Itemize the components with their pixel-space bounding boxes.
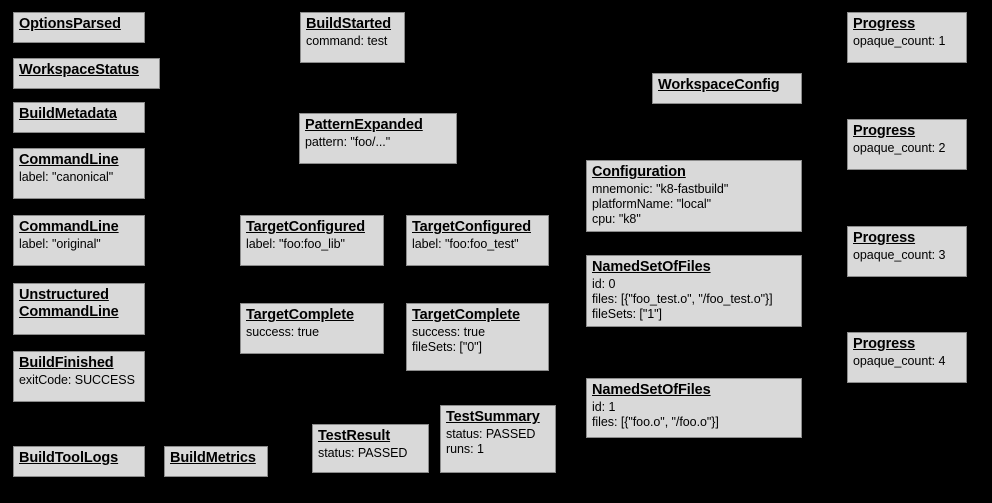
event-node-build-finished[interactable]: BuildFinished exitCode: SUCCESS xyxy=(13,351,145,402)
event-node-workspace-status[interactable]: WorkspaceStatus xyxy=(13,58,160,89)
event-node-title: Progress xyxy=(853,230,916,246)
event-node-title: TestSummary xyxy=(446,409,540,425)
event-node-test-summary[interactable]: TestSummary status: PASSED runs: 1 xyxy=(440,405,556,473)
event-node-properties: status: PASSED xyxy=(318,446,408,461)
event-node-title: TestResult xyxy=(318,428,391,444)
event-node-title: TargetConfigured xyxy=(246,219,365,235)
event-node-properties: success: true xyxy=(246,325,319,340)
event-node-target-complete-lib[interactable]: TargetComplete success: true xyxy=(240,303,384,354)
event-node-build-tool-logs[interactable]: BuildToolLogs xyxy=(13,446,145,477)
event-node-properties: opaque_count: 1 xyxy=(853,34,946,49)
event-node-build-metadata[interactable]: BuildMetadata xyxy=(13,102,145,133)
event-node-progress-1[interactable]: Progress opaque_count: 1 xyxy=(847,12,967,63)
event-node-named-set-of-files-0[interactable]: NamedSetOfFiles id: 0 files: [{"foo_test.… xyxy=(586,255,802,327)
event-node-title: PatternExpanded xyxy=(305,117,423,133)
event-node-title: Progress xyxy=(853,336,916,352)
event-node-properties: opaque_count: 3 xyxy=(853,248,946,263)
event-node-title: Progress xyxy=(853,123,916,139)
event-node-properties: status: PASSED runs: 1 xyxy=(446,427,536,456)
event-node-target-configured-foo-lib[interactable]: TargetConfigured label: "foo:foo_lib" xyxy=(240,215,384,266)
event-node-title: Progress xyxy=(853,16,916,32)
event-node-properties: command: test xyxy=(306,34,388,49)
event-node-options-parsed[interactable]: OptionsParsed xyxy=(13,12,145,43)
event-node-title: CommandLine xyxy=(19,152,119,168)
event-node-named-set-of-files-1[interactable]: NamedSetOfFiles id: 1 files: [{"foo.o", "… xyxy=(586,378,802,438)
event-node-properties: success: true fileSets: ["0"] xyxy=(412,325,485,354)
event-node-title: OptionsParsed xyxy=(19,16,121,32)
event-node-properties: id: 1 files: [{"foo.o", "/foo.o"}] xyxy=(592,400,719,429)
event-node-progress-4[interactable]: Progress opaque_count: 4 xyxy=(847,332,967,383)
event-node-properties: label: "foo:foo_test" xyxy=(412,237,519,252)
event-node-pattern-expanded[interactable]: PatternExpanded pattern: "foo/..." xyxy=(299,113,457,164)
event-node-configuration[interactable]: Configuration mnemonic: "k8-fastbuild" pl… xyxy=(586,160,802,232)
event-node-properties: label: "original" xyxy=(19,237,101,252)
event-node-title: BuildToolLogs xyxy=(19,450,119,466)
event-node-properties: opaque_count: 2 xyxy=(853,141,946,156)
event-node-title: Configuration xyxy=(592,164,686,180)
event-node-target-configured-foo-test[interactable]: TargetConfigured label: "foo:foo_test" xyxy=(406,215,549,266)
event-node-title: CommandLine xyxy=(19,219,119,235)
event-node-command-line-original[interactable]: CommandLine label: "original" xyxy=(13,215,145,266)
event-node-properties: exitCode: SUCCESS xyxy=(19,373,135,388)
event-node-unstructured-command-line[interactable]: Unstructured CommandLine xyxy=(13,283,145,335)
event-node-title: BuildStarted xyxy=(306,16,392,32)
event-node-title: NamedSetOfFiles xyxy=(592,259,711,275)
event-node-title: TargetComplete xyxy=(246,307,354,323)
event-node-properties: label: "foo:foo_lib" xyxy=(246,237,345,252)
event-node-title: BuildMetadata xyxy=(19,106,117,122)
event-node-title: WorkspaceStatus xyxy=(19,62,139,78)
event-node-target-complete-test[interactable]: TargetComplete success: true fileSets: ["… xyxy=(406,303,549,371)
event-node-properties: id: 0 files: [{"foo_test.o", "/foo_test.… xyxy=(592,277,773,321)
event-node-build-started[interactable]: BuildStarted command: test xyxy=(300,12,405,63)
event-node-title: Unstructured CommandLine xyxy=(19,287,119,321)
event-node-title: TargetComplete xyxy=(412,307,520,323)
event-node-test-result[interactable]: TestResult status: PASSED xyxy=(312,424,429,473)
event-node-properties: opaque_count: 4 xyxy=(853,354,946,369)
event-node-title: NamedSetOfFiles xyxy=(592,382,711,398)
event-node-title: TargetConfigured xyxy=(412,219,531,235)
event-node-title: WorkspaceConfig xyxy=(658,77,780,93)
event-node-command-line-canonical[interactable]: CommandLine label: "canonical" xyxy=(13,148,145,199)
event-node-build-metrics[interactable]: BuildMetrics xyxy=(164,446,268,477)
event-node-progress-2[interactable]: Progress opaque_count: 2 xyxy=(847,119,967,170)
event-node-properties: mnemonic: "k8-fastbuild" platformName: "… xyxy=(592,182,729,226)
event-node-properties: label: "canonical" xyxy=(19,170,114,185)
event-node-properties: pattern: "foo/..." xyxy=(305,135,391,150)
event-node-title: BuildFinished xyxy=(19,355,114,371)
event-node-progress-3[interactable]: Progress opaque_count: 3 xyxy=(847,226,967,277)
event-node-workspace-config[interactable]: WorkspaceConfig xyxy=(652,73,802,104)
event-node-title: BuildMetrics xyxy=(170,450,256,466)
